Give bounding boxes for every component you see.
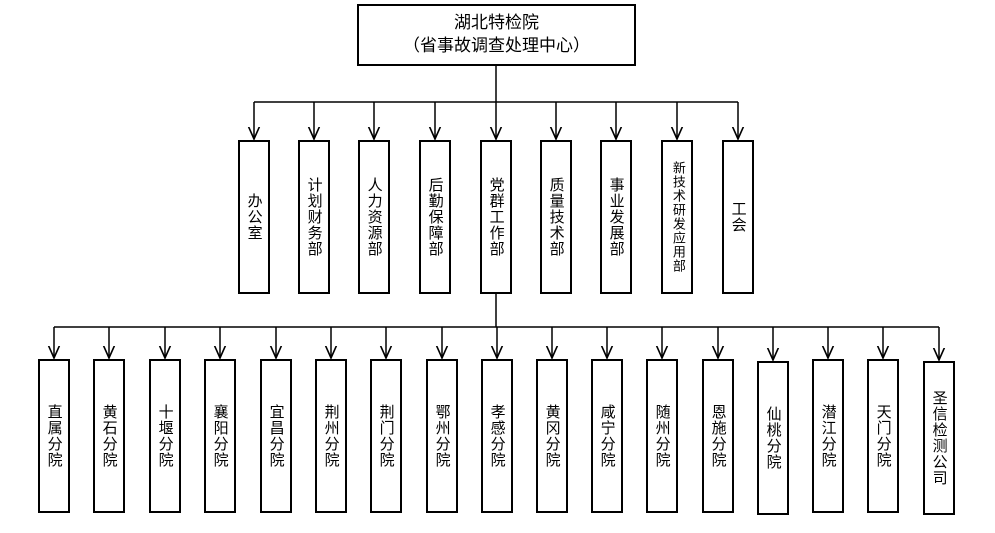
department-box: 工会 <box>722 140 754 294</box>
department-box: 办公室 <box>238 140 270 294</box>
branch-label: 恩施分院 <box>709 404 728 468</box>
branch-label: 鄂州分院 <box>433 404 452 468</box>
branch-box: 黄石分院 <box>93 359 125 513</box>
branch-label: 十堰分院 <box>156 404 175 468</box>
department-box: 后勤保障部 <box>419 140 451 294</box>
department-box: 事业发展部 <box>600 140 632 294</box>
department-label: 事业发展部 <box>607 177 626 257</box>
department-box: 人力资源部 <box>358 140 390 294</box>
branch-box: 咸宁分院 <box>591 359 623 513</box>
branch-box: 宜昌分院 <box>260 359 292 513</box>
branch-box: 襄阳分院 <box>204 359 236 513</box>
department-label: 新技术研发应用部 <box>669 161 685 273</box>
branch-label: 咸宁分院 <box>598 404 617 468</box>
branch-box: 圣信检测公司 <box>923 361 955 515</box>
branch-label: 圣信检测公司 <box>930 390 949 486</box>
branch-label: 黄冈分院 <box>543 404 562 468</box>
branch-box: 随州分院 <box>646 359 678 513</box>
branch-box: 恩施分院 <box>702 359 734 513</box>
branch-label: 宜昌分院 <box>267 404 286 468</box>
branch-box: 孝感分院 <box>481 359 513 513</box>
department-label: 办公室 <box>245 193 264 241</box>
branch-label: 随州分院 <box>653 404 672 468</box>
branch-label: 潜江分院 <box>819 404 838 468</box>
department-box: 计划财务部 <box>298 140 330 294</box>
department-label: 后勤保障部 <box>426 177 445 257</box>
department-box: 新技术研发应用部 <box>661 140 693 294</box>
branch-box: 天门分院 <box>867 359 899 513</box>
branch-box: 直属分院 <box>38 359 70 513</box>
department-box: 质量技术部 <box>540 140 572 294</box>
department-label: 计划财务部 <box>305 177 324 257</box>
branch-box: 荆门分院 <box>370 359 402 513</box>
branch-box: 潜江分院 <box>812 359 844 513</box>
department-label: 人力资源部 <box>365 177 384 257</box>
branch-box: 黄冈分院 <box>536 359 568 513</box>
branch-label: 荆州分院 <box>322 404 341 468</box>
branch-label: 黄石分院 <box>100 404 119 468</box>
branch-box: 荆州分院 <box>315 359 347 513</box>
branch-box: 鄂州分院 <box>426 359 458 513</box>
root-title: 湖北特检院 <box>454 13 539 34</box>
branch-box: 仙桃分院 <box>757 361 789 515</box>
branch-label: 襄阳分院 <box>211 404 230 468</box>
department-label: 党群工作部 <box>487 177 506 257</box>
branch-box: 十堰分院 <box>149 359 181 513</box>
root-subtitle: （省事故调查处理中心） <box>403 36 590 56</box>
branch-label: 仙桃分院 <box>764 406 783 470</box>
root-node: 湖北特检院 （省事故调查处理中心） <box>357 4 636 66</box>
branch-label: 天门分院 <box>874 404 893 468</box>
branch-label: 荆门分院 <box>377 404 396 468</box>
branch-label: 直属分院 <box>45 404 64 468</box>
branch-label: 孝感分院 <box>488 404 507 468</box>
department-label: 工会 <box>729 201 748 233</box>
department-box: 党群工作部 <box>480 140 512 294</box>
department-label: 质量技术部 <box>547 177 566 257</box>
